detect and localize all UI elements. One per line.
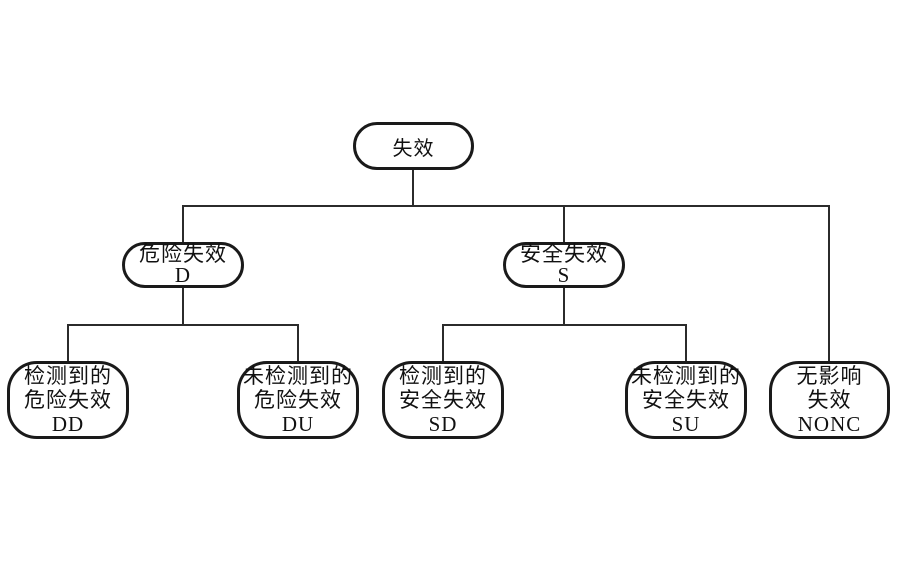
node-label-line: SD bbox=[428, 412, 458, 436]
node-failure-root: 失效 bbox=[353, 122, 474, 170]
connector-safe-horizontal bbox=[442, 324, 687, 326]
node-label-line: 检测到的 bbox=[24, 364, 112, 388]
node-label-line: NONC bbox=[797, 412, 862, 436]
connector-safe-stem bbox=[563, 286, 565, 326]
connector-drop-su bbox=[685, 324, 687, 363]
node-no-effect-failure: 无影响 失效 NONC bbox=[769, 361, 890, 439]
node-label-line: DU bbox=[281, 412, 315, 436]
connector-root-stem bbox=[412, 168, 414, 206]
connector-drop-safe bbox=[563, 205, 565, 245]
node-label-line: 检测到的 bbox=[399, 364, 487, 388]
connector-drop-no-effect bbox=[828, 205, 830, 363]
node-undetected-dangerous-failure: 未检测到的 危险失效 DU bbox=[237, 361, 359, 439]
node-label-line: 失效 bbox=[392, 137, 435, 160]
node-label-line: 危险失效 bbox=[254, 388, 342, 412]
connector-dangerous-horizontal bbox=[67, 324, 299, 326]
node-label-line: 危险失效 bbox=[24, 388, 112, 412]
node-label-line: 安全失效 bbox=[642, 388, 730, 412]
connector-drop-sd bbox=[442, 324, 444, 363]
node-label-line: 安全失效 bbox=[399, 388, 487, 412]
node-label-line: 危险失效 bbox=[139, 242, 227, 266]
connector-drop-du bbox=[297, 324, 299, 363]
node-label-line: 未检测到的 bbox=[631, 364, 741, 388]
node-label-line: 失效 bbox=[807, 388, 852, 412]
node-label-line: 无影响 bbox=[796, 364, 863, 388]
node-detected-safe-failure: 检测到的 安全失效 SD bbox=[382, 361, 504, 439]
connector-dangerous-stem bbox=[182, 286, 184, 326]
node-label-line: DD bbox=[51, 412, 85, 436]
node-label-line: SU bbox=[671, 412, 701, 436]
node-label-line: D bbox=[174, 263, 192, 287]
node-label-line: 未检测到的 bbox=[243, 364, 353, 388]
node-undetected-safe-failure: 未检测到的 安全失效 SU bbox=[625, 361, 747, 439]
node-label-line: S bbox=[557, 263, 571, 287]
connector-drop-dd bbox=[67, 324, 69, 363]
node-safe-failure: 安全失效 S bbox=[503, 242, 625, 288]
node-label-line: 安全失效 bbox=[520, 242, 608, 266]
connector-drop-dangerous bbox=[182, 205, 184, 245]
node-detected-dangerous-failure: 检测到的 危险失效 DD bbox=[7, 361, 129, 439]
node-dangerous-failure: 危险失效 D bbox=[122, 242, 244, 288]
connector-level1-horizontal bbox=[182, 205, 830, 207]
